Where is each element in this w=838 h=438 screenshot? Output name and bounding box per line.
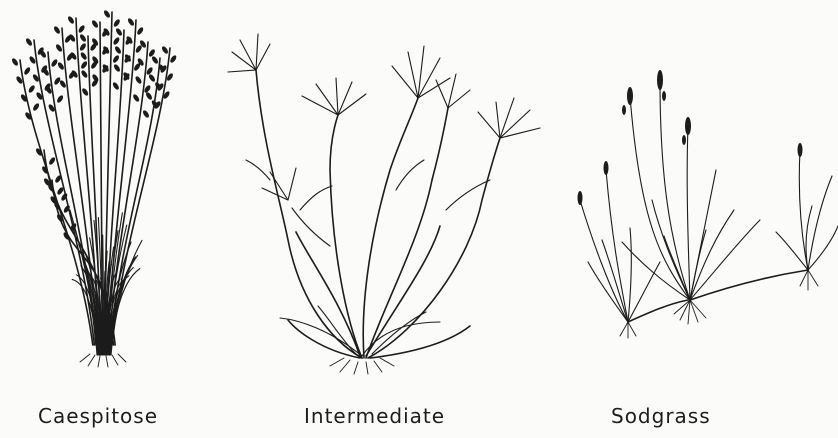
caespitose-panicles — [11, 9, 178, 240]
sodgrass-stolon — [628, 270, 808, 322]
intermediate-illustration — [228, 34, 540, 374]
sodgrass-illustration — [578, 70, 838, 338]
caespitose-roots — [80, 354, 126, 367]
sodgrass-main-tuft — [622, 80, 760, 300]
intermediate-leaves — [246, 160, 490, 356]
caption-sodgrass: Sodgrass — [611, 404, 711, 428]
intermediate-stems — [256, 70, 500, 358]
intermediate-roots — [330, 358, 394, 374]
caption-caespitose: Caespitose — [38, 404, 158, 428]
caespitose-illustration — [11, 9, 178, 367]
sodgrass-left-tuft — [580, 170, 660, 322]
caption-intermediate: Intermediate — [304, 404, 445, 428]
intermediate-inflorescences — [228, 34, 540, 200]
sodgrass-right-tuft — [776, 150, 838, 270]
sodgrass-spikes — [578, 70, 803, 205]
